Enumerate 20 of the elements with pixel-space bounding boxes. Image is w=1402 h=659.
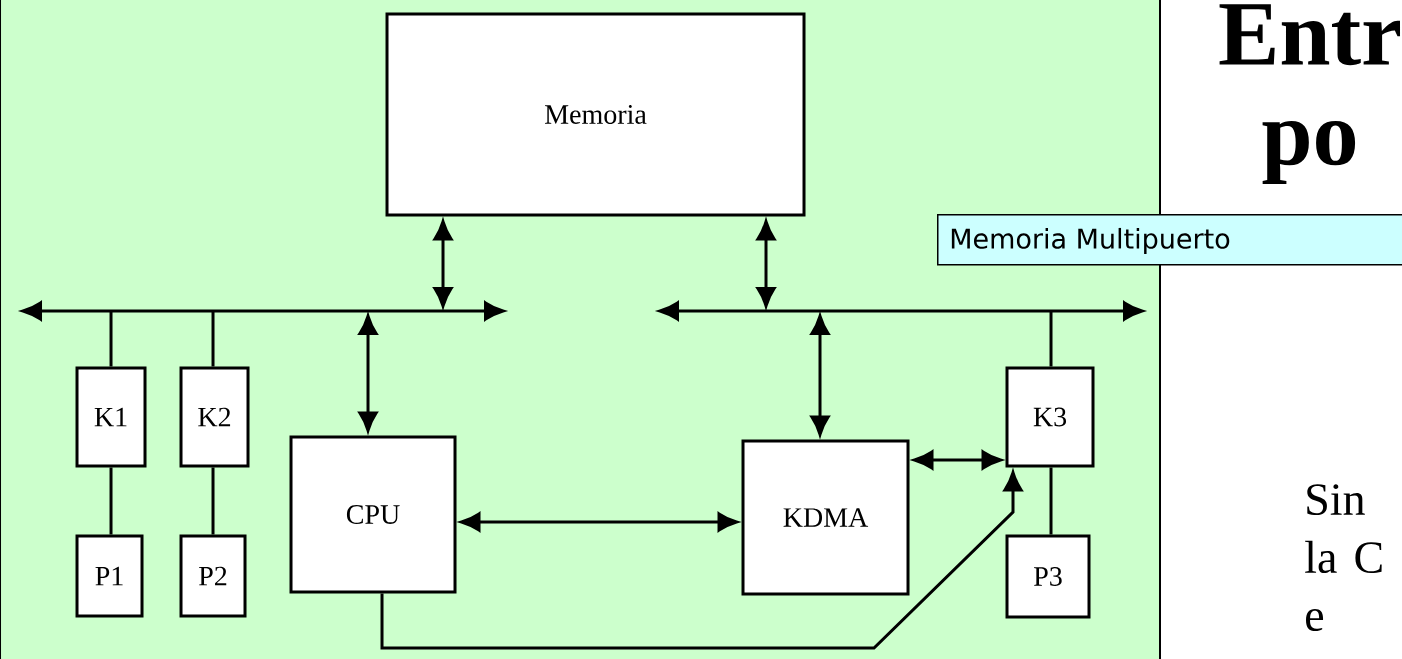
memory-box: Memoria <box>385 12 806 217</box>
device-box: P1 <box>75 534 144 618</box>
connector <box>1049 467 1053 535</box>
controller-box: K2 <box>179 366 250 468</box>
connector <box>1049 311 1053 367</box>
controller-box: K3 <box>1005 366 1095 468</box>
connector <box>109 467 113 535</box>
bus-line <box>658 301 1144 321</box>
title: Entr po <box>1219 4 1400 185</box>
device-box: P3 <box>1005 534 1091 619</box>
cpu-box: CPU <box>289 435 457 594</box>
note-box: Memoria Multipuerto <box>937 214 1402 266</box>
bus-line <box>21 301 505 321</box>
controller-box: K1 <box>75 366 147 468</box>
connector <box>211 311 215 367</box>
connector <box>211 467 215 535</box>
dma-box: KDMA <box>741 439 910 596</box>
device-box: P2 <box>179 534 247 618</box>
connector <box>109 311 113 367</box>
body-text: Sin la C e <box>1305 484 1382 632</box>
